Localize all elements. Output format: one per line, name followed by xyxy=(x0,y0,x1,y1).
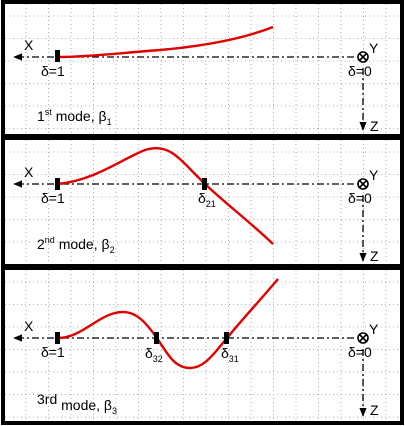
y-axis-label: Y xyxy=(369,321,379,337)
delta-start-label: δ=1 xyxy=(41,344,65,360)
mode-label: 3rd mode, β3 xyxy=(37,391,117,416)
delta-end-label: δ=0 xyxy=(348,190,372,206)
node-marker xyxy=(224,332,229,344)
y-axis-symbol xyxy=(357,332,369,344)
delta-end-label: δ=0 xyxy=(348,344,372,360)
mode-shape-curve xyxy=(57,25,274,59)
x-axis-label: X xyxy=(24,164,34,180)
y-axis-symbol xyxy=(357,51,369,63)
node-marker xyxy=(154,332,159,344)
x-axis-label: X xyxy=(24,37,34,53)
node-marker xyxy=(202,178,207,190)
y-axis-label: Y xyxy=(369,40,379,56)
z-axis-label: Z xyxy=(370,248,379,264)
x-axis-label: X xyxy=(24,318,34,334)
panel-mode-1: X Y Z δ=1 δ=0 1st mode, β1 xyxy=(1,0,404,138)
node-label-delta-32: δ32 xyxy=(145,345,163,364)
delta-start-label: δ=1 xyxy=(41,190,65,206)
clamp-marker xyxy=(55,50,60,62)
mode-label: 2nd mode, β2 xyxy=(37,235,115,255)
mode-label: 1st mode, β1 xyxy=(37,107,112,127)
delta-end-label: δ=0 xyxy=(348,63,372,79)
z-axis-label: Z xyxy=(370,118,379,134)
mode-shape-curve xyxy=(57,146,274,245)
node-label-delta-21: δ21 xyxy=(198,190,216,209)
clamp-marker xyxy=(55,332,60,344)
z-axis-label: Z xyxy=(370,402,379,418)
panel-frame xyxy=(1,266,404,425)
mode-shape-curve xyxy=(57,278,279,370)
panel-mode-2: X Y Z δ=1 δ=0 δ21 2nd mode, β2 xyxy=(1,136,404,268)
y-axis-label: Y xyxy=(369,167,379,183)
delta-start-label: δ=1 xyxy=(41,63,65,79)
node-label-delta-31: δ31 xyxy=(221,345,239,364)
panel-mode-3: X Y Z δ=1 δ=0 δ32 δ31 3rd mode, β3 xyxy=(1,266,404,425)
y-axis-symbol xyxy=(357,178,369,190)
clamp-marker xyxy=(55,178,60,190)
